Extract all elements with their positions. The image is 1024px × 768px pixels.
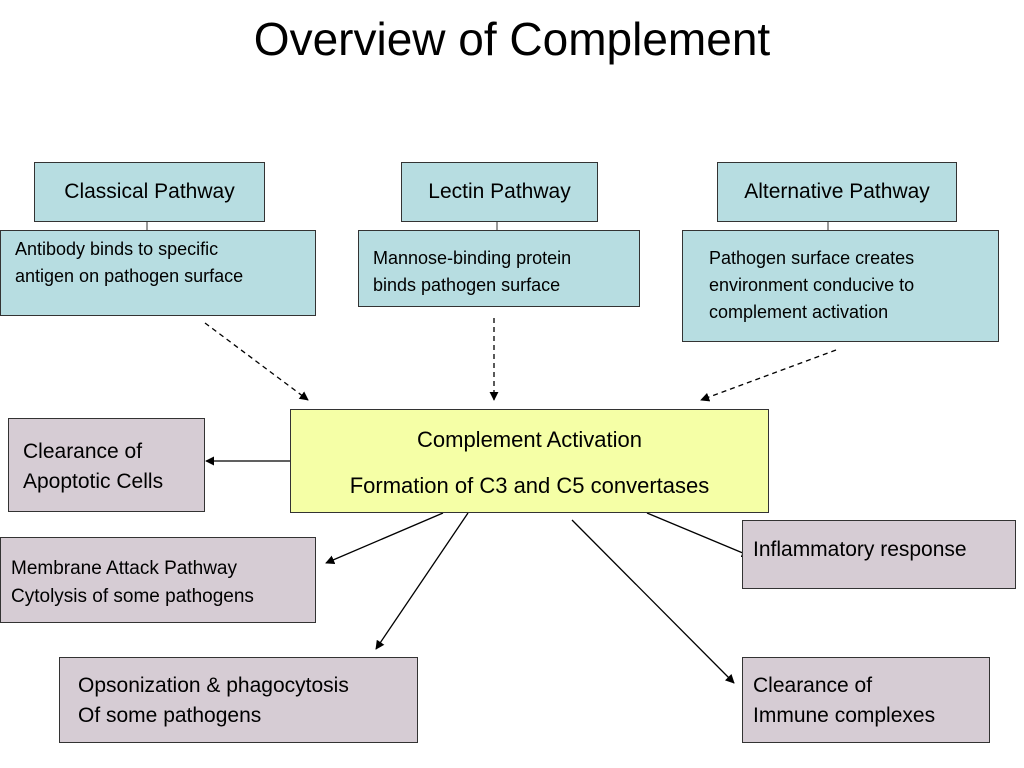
classical-description-line: antigen on pathogen surface bbox=[15, 266, 244, 286]
apoptotic-line: Clearance of bbox=[23, 440, 143, 463]
lectin-pathway-box: Lectin Pathway bbox=[401, 162, 598, 222]
classical-description-box: Antibody binds to specific antigen on pa… bbox=[0, 230, 316, 316]
inflammatory-line: Inflammatory response bbox=[753, 538, 967, 561]
activation-to-membrane-arrow bbox=[325, 512, 444, 564]
lectin-pathway-label: Lectin Pathway bbox=[428, 180, 571, 203]
opsonization-line: Of some pathogens bbox=[78, 704, 262, 727]
alternative-to-activation-arrow bbox=[700, 349, 837, 402]
classical-pathway-label: Classical Pathway bbox=[64, 180, 235, 203]
immune-complexes-line: Immune complexes bbox=[753, 704, 936, 727]
alternative-description-box: Pathogen surface creates environment con… bbox=[682, 230, 999, 342]
alternative-description-line: complement activation bbox=[709, 302, 889, 322]
complement-activation-box: Complement Activation Formation of C3 an… bbox=[290, 409, 769, 513]
membrane-attack-line: Cytolysis of some pathogens bbox=[11, 586, 254, 607]
alternative-pathway-box: Alternative Pathway bbox=[717, 162, 957, 222]
lectin-description-line: Mannose-binding protein bbox=[373, 248, 572, 268]
activation-title: Complement Activation bbox=[417, 427, 642, 452]
alternative-description-line: Pathogen surface creates bbox=[709, 248, 915, 268]
classical-pathway-box: Classical Pathway bbox=[34, 162, 265, 222]
apoptotic-line: Apoptotic Cells bbox=[23, 470, 164, 493]
activation-to-immune-complexes-arrow bbox=[571, 519, 735, 684]
membrane-attack-box: Membrane Attack Pathway Cytolysis of som… bbox=[0, 537, 316, 623]
immune-complexes-box: Clearance of Immune complexes bbox=[742, 657, 990, 743]
inflammatory-response-box: Inflammatory response bbox=[742, 520, 1016, 589]
activation-to-inflammatory-arrow bbox=[646, 512, 751, 558]
classical-description-line: Antibody binds to specific bbox=[15, 239, 219, 259]
lectin-description-line: binds pathogen surface bbox=[373, 275, 561, 295]
activation-subtitle: Formation of C3 and C5 convertases bbox=[349, 473, 710, 498]
apoptotic-clearance-box: Clearance of Apoptotic Cells bbox=[8, 418, 205, 512]
diagram-title: Overview of Complement bbox=[253, 13, 771, 65]
immune-complexes-line: Clearance of bbox=[753, 674, 873, 697]
opsonization-line: Opsonization & phagocytosis bbox=[78, 674, 349, 697]
membrane-attack-line: Membrane Attack Pathway bbox=[11, 558, 237, 579]
alternative-description-line: environment conducive to bbox=[709, 275, 915, 295]
classical-to-activation-arrow bbox=[204, 322, 309, 401]
alternative-pathway-label: Alternative Pathway bbox=[744, 180, 930, 203]
opsonization-box: Opsonization & phagocytosis Of some path… bbox=[59, 657, 418, 743]
activation-to-opsonization-arrow bbox=[375, 512, 469, 650]
lectin-description-box: Mannose-binding protein binds pathogen s… bbox=[358, 230, 640, 307]
